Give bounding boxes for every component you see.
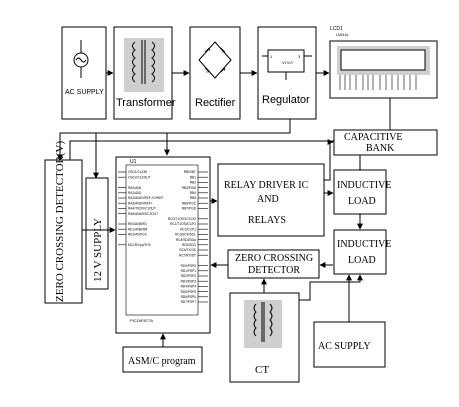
mcu-right-pin-label: RB7/PGD (182, 207, 197, 211)
mcu-right-pin-label: RC2/CCP1 (180, 227, 196, 231)
mcu-right-pin-label: RB3/PGM (182, 186, 197, 190)
inductive-load-1-block: INDUCTIVE LOAD (333, 169, 391, 215)
wire-lcd-bus (69, 98, 391, 160)
ac-supply-top-label: AC SUPPLY (65, 89, 104, 96)
zero-crossing-left-block: ZERO CROSSING DETECTOR(V) (44, 141, 83, 304)
zero-crossing-mid-line1: ZERO CROSSING (235, 253, 313, 264)
mcu-left-pin-label: RA3/AN3/VREF+ (128, 201, 153, 205)
inductive-load-2-line2: LOAD (348, 255, 376, 266)
regulator-block: 1 VI VO 3 Regulator (257, 26, 317, 120)
ac-supply-bottom-block: AC SUPPLY (313, 321, 386, 368)
mcu-left-pin-label: OSC2/CLKOUT (128, 175, 151, 179)
supply-12v-label: 12 V SUPPLY (92, 218, 104, 282)
mcu-right-pin-label: RB6/PGC (182, 201, 197, 205)
svg-text:1: 1 (270, 54, 273, 59)
mcu-right-pin-label: RB2 (190, 181, 196, 185)
lcd-pin-stubs (339, 75, 417, 90)
asm-program-label: ASM/C program (128, 356, 196, 367)
mcu-left-pin-label: MCLR/Vpp/THV (128, 243, 152, 247)
mcu-right-pin-label: RB1 (190, 175, 196, 179)
mcu-right-pin-label: RC0/T1OSO/T1CKI (168, 217, 196, 221)
mcu-left-pin-label: RE2/AN7/CS (128, 233, 147, 237)
mcu-right-pin-label: RD3/PSP3 (181, 279, 197, 283)
capacitive-bank-block: CAPACITIVE BANK (333, 129, 438, 156)
mcu-left-pin-label: RA5/AN4/SS/C2OUT (128, 212, 158, 216)
mcu-right-pin-label: RC5/SDO (182, 243, 197, 247)
mcu-right-pin-label: RD2/PSP2 (181, 274, 197, 278)
rectifier-label: Rectifier (195, 97, 236, 109)
mcu-part-label: PIC16F877A (130, 318, 153, 323)
mcu-right-pin-label: RB5 (190, 196, 196, 200)
mcu-right-pin-label: RD4/PSP4 (181, 285, 197, 289)
wire-power-to-zcd (57, 119, 291, 161)
relay-driver-line2: AND (257, 194, 279, 205)
lcd-part-label: LM016L (336, 33, 349, 37)
mcu-right-pin-label: RC3/SCK/SCL (175, 233, 196, 237)
relay-driver-block: RELAY DRIVER IC AND RELAYS (217, 163, 325, 237)
mcu-left-pin-label: OSC1/CLKIN (128, 170, 148, 174)
ac-supply-top-block: AC SUPPLY (61, 26, 107, 120)
mcu-left-pin-label: RE1/AN6/WR (128, 227, 148, 231)
lcd-ref-label: LCD1 (330, 26, 343, 32)
mcu-left-pin-label: RA0/AN0 (128, 186, 142, 190)
lcd-block: LCD1 LM016L (329, 26, 438, 99)
mcu-right-pin-label: RD6/PSP6 (181, 295, 197, 299)
asm-program-block: ASM/C program (122, 346, 203, 373)
mcu-right-pin-label: RD0/PSP0 (181, 264, 197, 268)
inductive-load-1-line1: INDUCTIVE (337, 180, 391, 191)
ac-supply-bottom-label: AC SUPPLY (318, 341, 371, 352)
supply-12v-block: 12 V SUPPLY (85, 177, 109, 290)
mcu-right-pin-label: RC1/T1OSI/CCP2 (170, 222, 196, 226)
mcu-left-pin-label: RA1/AN1 (128, 191, 142, 195)
capacitive-bank-line2: BANK (366, 143, 395, 154)
mcu-right-pin-label: RD5/PSP5 (181, 290, 197, 294)
mcu-left-pin-label: RA4/T0CKI/C1OUT (128, 207, 156, 211)
regulator-label: Regulator (262, 94, 310, 106)
mcu-right-pin-label: RC7/RX/DT (179, 253, 196, 257)
arrow-ct-to-load2 (299, 274, 363, 301)
inductive-load-2-line1: INDUCTIVE (337, 239, 391, 250)
transformer-block: Transformer (113, 26, 176, 120)
svg-text:3: 3 (298, 54, 301, 59)
transformer-label: Transformer (116, 97, 176, 109)
relay-driver-line3: RELAYS (248, 215, 286, 226)
rectifier-block: Rectifier (189, 26, 241, 120)
mcu-right-pin-label: RC4/SDI/SDA (176, 238, 197, 242)
mcu-right-pin-label: RD7/PSP7 (181, 300, 197, 304)
arrow-relay-to-capacitive (324, 139, 334, 181)
mcu-ref-label: U1 (130, 159, 137, 165)
mcu-right-pin-label: RB0/INT (184, 170, 196, 174)
ct-label: CT (255, 364, 269, 376)
mcu-right-pin-label: RD1/PSP1 (181, 269, 197, 273)
ct-block: CT (229, 292, 300, 383)
inductive-load-2-block: INDUCTIVE LOAD (333, 229, 391, 275)
zero-crossing-mid-line2: DETECTOR (248, 265, 300, 276)
mcu-right-pin-label: RC6/TX/CK (179, 248, 197, 252)
capacitive-bank-line1: CAPACITIVE (344, 132, 403, 143)
mcu-left-pin-label: RA2/AN2/VREF-/CVREF (128, 196, 163, 200)
zero-crossing-left-label: ZERO CROSSING DETECTOR(V) (54, 141, 66, 302)
relay-driver-line1: RELAY DRIVER IC (224, 180, 309, 191)
svg-text:VI VO: VI VO (282, 60, 293, 65)
zero-crossing-mid-block: ZERO CROSSING DETECTOR (227, 249, 320, 279)
mcu-right-pin-label: RB4 (190, 191, 196, 195)
inductive-load-1-line2: LOAD (348, 196, 376, 207)
mcu-left-pin-label: RE0/AN5/RD (128, 222, 147, 226)
